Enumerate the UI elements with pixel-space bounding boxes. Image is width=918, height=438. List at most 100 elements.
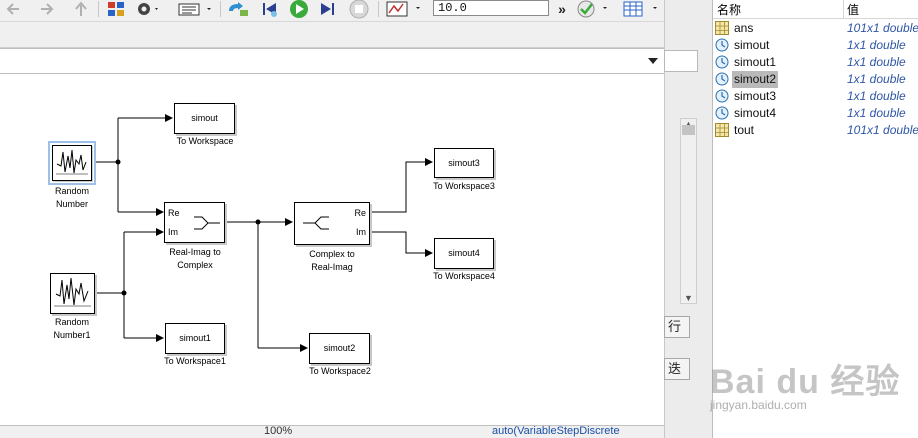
toolbar-separator (378, 1, 379, 17)
variable-value: 1x1 double (847, 55, 906, 69)
watermark-brand: Bai du 经验 (710, 363, 901, 401)
variable-name: simout2 (732, 71, 779, 88)
random-number1-block[interactable] (50, 273, 95, 314)
model-path-bar[interactable] (0, 48, 664, 74)
random-signal-icon (56, 149, 88, 175)
complex-to-real-imag-caption: Complex to Real-Imag (309, 249, 355, 272)
variable-value: 1x1 double (847, 89, 906, 103)
merge-icon (194, 216, 220, 230)
simout1-caption: To Workspace1 (164, 356, 226, 366)
complex-to-real-imag-block[interactable]: Re Im (294, 202, 370, 245)
back-arrow-icon[interactable] (2, 0, 24, 18)
random-number1-caption: Random Number1 (53, 317, 91, 340)
matrix-icon (715, 21, 729, 35)
random-number-caption: Random Number (54, 186, 90, 209)
workspace-header: 名称 值 (713, 0, 918, 19)
workspace-row-ans[interactable]: ans 101x1 double (713, 20, 918, 37)
stop-icon[interactable] (346, 0, 372, 19)
background-button-2[interactable]: 迭 (664, 358, 690, 380)
simout2-caption: To Workspace2 (309, 366, 371, 376)
stop-time-input[interactable]: 10.0 (433, 0, 549, 16)
simout3-caption: To Workspace3 (433, 181, 495, 191)
simout2-label: simout2 (323, 343, 356, 353)
variable-value: 1x1 double (847, 72, 906, 86)
signal-lines (96, 114, 433, 352)
column-header-value[interactable]: 值 (847, 3, 860, 17)
column-header-name[interactable]: 名称 (717, 3, 742, 17)
baidu-watermark: Bai du 经验 jingyan.baidu.com (700, 354, 918, 438)
matrix-icon (715, 123, 729, 137)
background-button[interactable]: 行 (664, 316, 690, 338)
simout-caption: To Workspace (176, 136, 234, 146)
variable-name: simout (734, 38, 770, 52)
background-field[interactable] (664, 50, 698, 72)
re-output-port: Re (354, 208, 366, 218)
update-diagram-icon[interactable] (224, 0, 252, 18)
simout4-block[interactable]: simout4 (434, 238, 494, 269)
check-icon[interactable] (574, 0, 614, 18)
split-icon (303, 216, 329, 230)
workspace-row-simout[interactable]: simout 1x1 double (713, 37, 918, 54)
workspace-row-simout2[interactable]: simout2 1x1 double (713, 71, 918, 88)
up-arrow-icon[interactable] (70, 0, 92, 18)
workspace-row-simout1[interactable]: simout1 1x1 double (713, 54, 918, 71)
toolbar-overflow-button[interactable]: » (558, 1, 566, 17)
column-divider[interactable] (843, 0, 844, 19)
im-input-port: Im (168, 227, 178, 237)
grid-icon[interactable] (620, 0, 662, 18)
model-config-icon[interactable] (176, 0, 216, 18)
scroll-thumb[interactable] (682, 125, 695, 135)
variable-name: simout3 (734, 89, 777, 103)
real-imag-to-complex-block[interactable]: Re Im (164, 202, 225, 243)
zoom-level: 100% (264, 425, 293, 437)
toolbar-row-2 (0, 22, 664, 48)
random-signal-icon (54, 277, 91, 307)
timeseries-icon (715, 89, 729, 103)
solver-status[interactable]: auto(VariableStepDiscrete (492, 425, 620, 437)
variable-name: simout4 (734, 106, 777, 120)
variable-name: simout1 (734, 55, 777, 69)
run-icon[interactable] (286, 0, 312, 18)
variable-name: tout (734, 123, 755, 137)
variable-value: 101x1 double (847, 21, 918, 35)
timeseries-icon (715, 106, 729, 120)
watermark-url: jingyan.baidu.com (710, 398, 807, 412)
library-browser-icon[interactable] (104, 0, 128, 18)
toolbar-separator (220, 1, 221, 17)
step-forward-icon[interactable] (316, 0, 340, 18)
simulink-window: 10.0 » (0, 0, 664, 438)
forward-arrow-icon[interactable] (36, 0, 58, 18)
simout4-caption: To Workspace4 (433, 271, 495, 281)
simout2-block[interactable]: simout2 (309, 333, 370, 364)
toolbar-separator (98, 1, 99, 17)
background-scrollbar[interactable]: ▲ ▼ (680, 118, 697, 304)
re-input-port: Re (168, 208, 180, 218)
im-output-port: Im (356, 227, 366, 237)
step-back-icon[interactable] (258, 0, 282, 18)
random-number-block[interactable] (48, 141, 96, 185)
workspace-row-simout3[interactable]: simout3 1x1 double (713, 88, 918, 105)
workspace-row-tout[interactable]: tout 101x1 double (713, 122, 918, 139)
variable-name: ans (734, 21, 754, 35)
simout-label: simout (191, 113, 218, 123)
variable-value: 1x1 double (847, 38, 906, 52)
scope-icon[interactable] (384, 0, 426, 18)
variable-value: 101x1 double (847, 123, 918, 137)
timeseries-icon (715, 38, 729, 52)
gear-icon[interactable] (134, 0, 162, 18)
path-dropdown-icon[interactable] (648, 58, 658, 64)
scroll-up-icon[interactable]: ▲ (684, 119, 693, 129)
status-bar: 100% auto(VariableStepDiscrete (0, 425, 664, 438)
simout3-label: simout3 (448, 158, 480, 168)
toolbar: 10.0 » (0, 0, 664, 22)
simout3-block[interactable]: simout3 (434, 148, 494, 178)
timeseries-icon (715, 55, 729, 69)
real-imag-to-complex-caption: Real-Imag to Complex (169, 247, 221, 270)
model-canvas[interactable]: Random Number Random Number1 simout To W… (0, 74, 664, 426)
simout-block[interactable]: simout (174, 103, 235, 134)
scroll-down-icon[interactable]: ▼ (684, 293, 693, 303)
simout1-label: simout1 (179, 333, 211, 343)
simout1-block[interactable]: simout1 (165, 323, 225, 354)
